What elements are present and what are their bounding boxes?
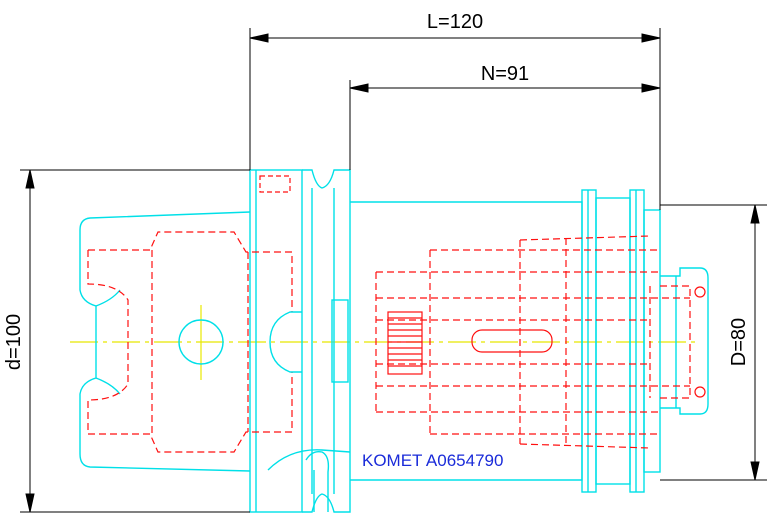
inner-bore-bottom: [88, 372, 293, 453]
inner-bore-top: [88, 231, 293, 312]
taper-shank-outline: [79, 211, 251, 472]
flange: [249, 169, 303, 513]
dimension-d-label: d=100: [3, 314, 25, 370]
dimension-L-label: L=120: [427, 11, 483, 33]
drive-key: [269, 311, 302, 373]
thread-detail: [387, 311, 423, 375]
internal-bore-2: [430, 249, 660, 435]
front-nut: [660, 267, 709, 415]
nose: [643, 209, 661, 473]
dimension-N-label: N=91: [481, 63, 529, 85]
collar-ring-3: [629, 189, 645, 493]
collar-ring-2: [595, 197, 631, 485]
v-groove: [302, 169, 351, 513]
shank-inner-contour: [95, 289, 121, 395]
part-number-label: KOMET A0654790: [362, 451, 503, 470]
cross-hole: [178, 319, 224, 365]
internal-bore-4: [376, 297, 690, 387]
front-insert: [660, 285, 691, 399]
screw-slot: [471, 329, 553, 353]
front-dot: [694, 286, 706, 298]
inner-cavity: [87, 250, 129, 434]
dimension-D-label: D=80: [728, 318, 750, 366]
front-dot: [694, 386, 706, 398]
drive-pin: [331, 299, 349, 383]
internal-bore-1: [376, 271, 660, 413]
body-outline: [350, 201, 583, 481]
bottom-key-slot: [267, 449, 351, 512]
top-marker: [259, 175, 291, 193]
dimension-lines: [20, 28, 767, 513]
